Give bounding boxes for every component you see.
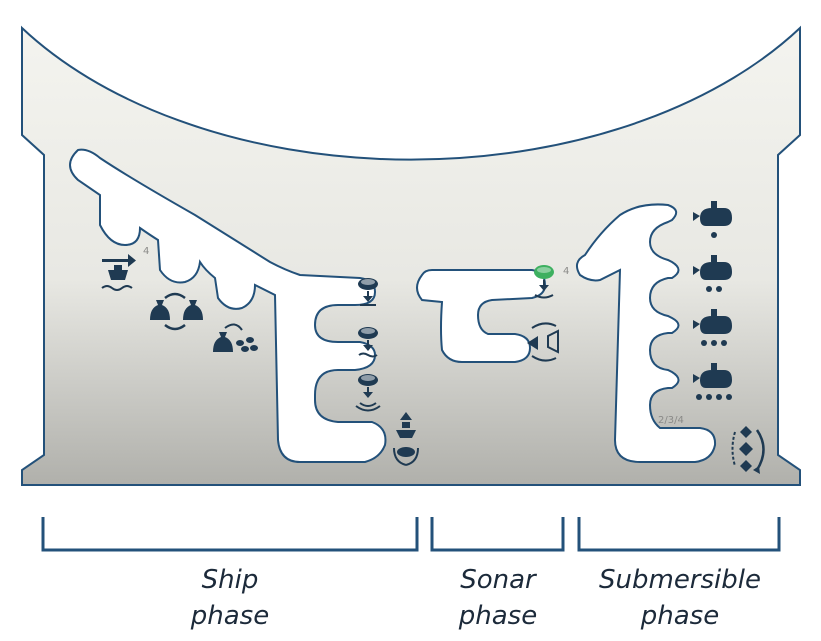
ship-recycle-icon [393,412,419,466]
green-mine-icon [534,265,554,299]
mine-drop-icon [358,278,378,306]
submersible-phase-bracket [577,517,781,552]
sonar-phase-label-line1: Sonar [460,565,536,595]
ship-slot-number: 4 [143,246,149,257]
sub-slot-number: 2/3/4 [658,415,684,426]
mine-sonar-icon [355,374,381,412]
ship-phase-label-line1: Ship [201,565,259,595]
ship-phase-bracket [41,517,419,552]
sub-one-dot-icon [693,201,732,238]
ship-phase-label-line2: phase [190,601,270,631]
sub-two-dots-icon [693,255,732,292]
sonar-phase-label-line2: phase [458,601,538,631]
sonar-ping-icon [527,322,559,362]
sub-four-dots-icon [693,363,732,400]
submersible-phase-label: Submersible phase [590,562,770,634]
diamond-cycle-icon [731,426,765,474]
submersible-phase-label-line2: phase [640,601,720,631]
ship-arrow-icon [101,254,136,291]
bags-cycle-icon [150,292,203,331]
submersible-track-slot [575,203,717,463]
ship-phase-label: Ship phase [160,562,300,634]
sonar-slot-number: 4 [563,266,569,277]
mine-drop-icon [358,327,378,358]
sonar-phase-label: Sonar phase [438,562,558,634]
bag-to-pellets-icon [213,323,258,352]
sub-three-dots-icon [693,309,732,346]
submersible-phase-label-line1: Submersible [599,565,761,595]
board-body [21,25,801,486]
sonar-phase-bracket [430,517,565,552]
